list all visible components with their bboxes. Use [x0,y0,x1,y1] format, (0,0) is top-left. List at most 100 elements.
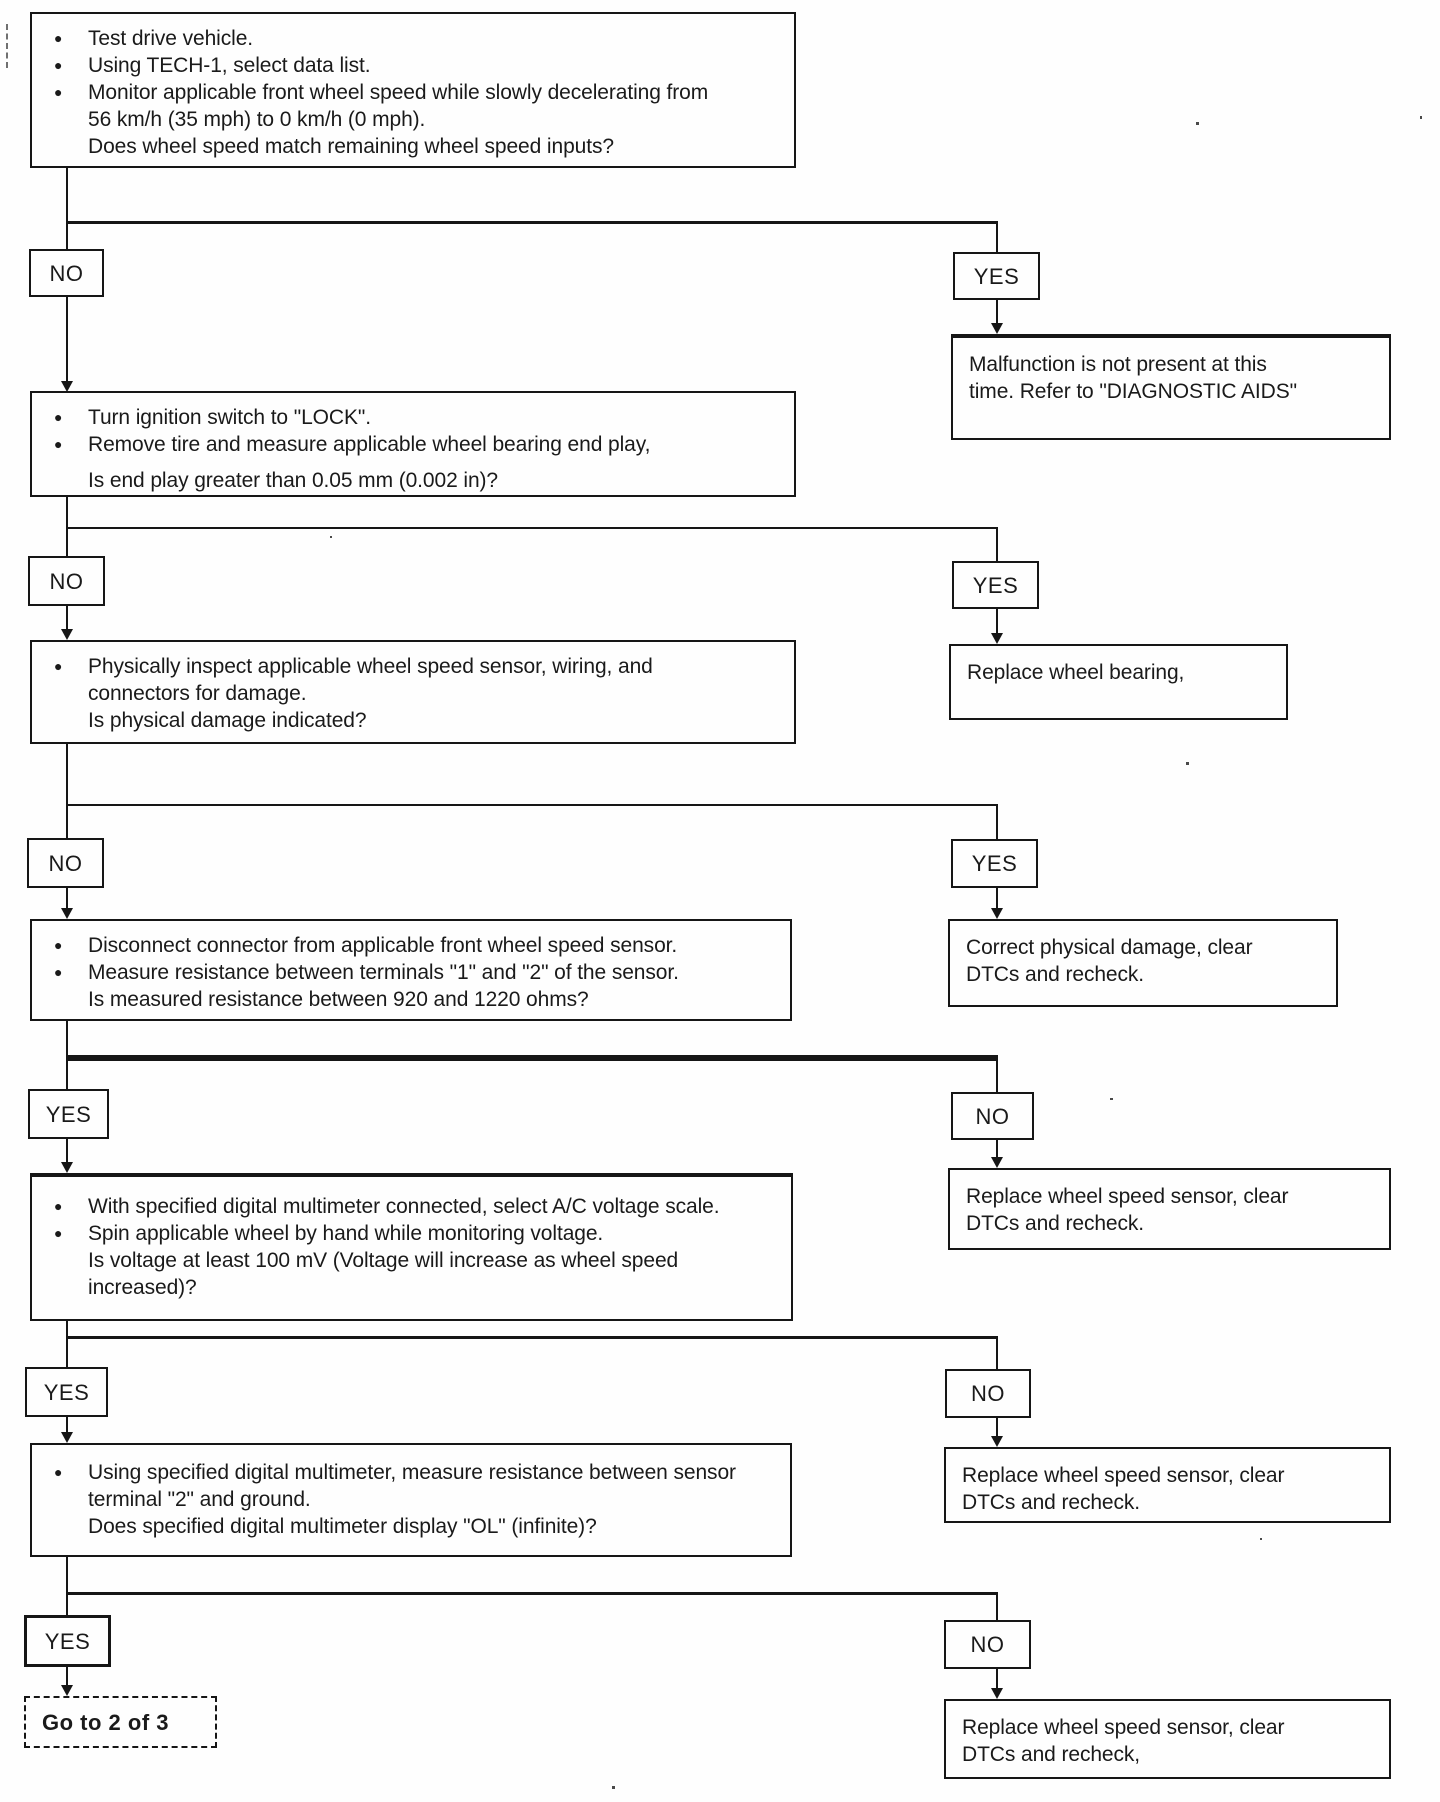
bullet-icon: ● [54,1198,63,1214]
list-item: ●Test drive vehicle. [54,25,782,52]
branch4-no-label: NO [951,1092,1034,1140]
bullet-list: ● Physically inspect applicable wheel spe… [54,653,782,707]
list-item: ●Using specified digital multimeter, mea… [54,1459,778,1513]
connector-line [66,168,68,249]
branch3-no-label: NO [27,838,104,888]
arrow-down-icon [61,1685,73,1696]
list-item: ●Monitor applicable front wheel speed wh… [54,79,782,133]
step-text: Turn ignition switch to "LOCK". [88,406,371,429]
connector-line [996,1418,998,1436]
connector-line [66,1055,998,1061]
bullet-icon: ● [54,1464,63,1480]
question-text: Does wheel speed match remaining wheel s… [88,135,614,158]
branch1-yes-label: YES [953,252,1040,300]
scan-noise-dot [1420,116,1422,119]
branch5-no-label: NO [945,1369,1031,1418]
connector-line [66,1557,68,1615]
step-text: With specified digital multimeter connec… [88,1195,720,1218]
bullet-list: ● With specified digital multimeter conne… [54,1193,779,1247]
bullet-icon: ● [54,964,63,980]
connector-line [66,744,68,838]
list-item: ● Spin applicable wheel by hand while mon… [54,1220,779,1247]
branch3-yes-label: YES [951,839,1038,888]
step-text: Using TECH-1, select data list. [88,54,371,77]
connector-line [66,1321,68,1367]
connector-line [66,606,68,629]
arrow-down-icon [991,323,1003,334]
arrow-down-icon [61,1432,73,1443]
result-replace-sensor-1: Replace wheel speed sensor, clear DTCs a… [948,1168,1391,1250]
list-item: ● Physically inspect applicable wheel spe… [54,653,782,707]
scan-noise-dot [1110,1098,1113,1100]
connector-line [996,1140,998,1157]
scan-margin-artifact [6,24,8,68]
branch4-yes-label: YES [28,1089,109,1139]
flow-step-voltage-check: ● With specified digital multimeter conne… [30,1173,793,1321]
step-text: Physically inspect applicable wheel spee… [88,655,653,705]
bullet-icon: ● [54,409,63,425]
list-item: ● Disconnect connector from applicable fr… [54,932,778,959]
flow-step-measure-resistance: ● Disconnect connector from applicable fr… [30,919,792,1021]
arrow-down-icon [991,633,1003,644]
connector-line [66,221,998,224]
branch2-yes-label: YES [952,561,1039,609]
connector-line [66,497,68,556]
bullet-icon: ● [54,436,63,452]
connector-line [66,804,998,806]
flow-step-ground-check: ●Using specified digital multimeter, mea… [30,1443,792,1557]
connector-line [996,609,998,633]
connector-line [66,1667,68,1685]
connector-line [66,297,68,381]
flow-step-end-play: ● Turn ignition switch to "LOCK". ● Remove… [30,391,796,497]
step-text: Disconnect connector from applicable fro… [88,934,678,957]
question-text: Is physical damage indicated? [88,709,367,732]
list-item: ●Measure resistance between terminals "1… [54,959,778,986]
connector-line [996,527,998,561]
list-item: ● With specified digital multimeter conne… [54,1193,779,1220]
question-text: Is voltage at least 100 mV (Voltage will… [88,1249,679,1299]
connector-line [996,888,998,908]
connector-line [996,1669,998,1688]
bullet-icon: ● [54,937,63,953]
bullet-list: ● Turn ignition switch to "LOCK". ● Remove… [54,404,782,458]
scan-noise-dot [1260,1538,1262,1540]
flow-step-inspect-sensor: ● Physically inspect applicable wheel spe… [30,640,796,744]
connector-line [996,1592,998,1620]
goto-page-2-box: Go to 2 of 3 [24,1696,217,1748]
connector-line [996,1336,998,1369]
connector-line [66,888,68,908]
connector-line [66,527,998,529]
list-item: ● Remove tire and measure applicable whee… [54,431,782,458]
flow-step-test-drive: ●Test drive vehicle. ● Using TECH-1, sele… [30,12,796,168]
step-text: Monitor applicable front wheel speed whi… [88,81,709,131]
bullet-icon: ● [54,30,63,46]
connector-line [66,1336,998,1339]
connector-line [66,1417,68,1432]
scan-noise-dot [1196,122,1199,125]
list-item: ● Turn ignition switch to "LOCK". [54,404,782,431]
bullet-list: ● Disconnect connector from applicable fr… [54,932,778,986]
connector-line [996,1058,998,1092]
arrow-down-icon [61,1162,73,1173]
arrow-down-icon [991,1436,1003,1447]
branch6-no-label: NO [944,1620,1031,1669]
arrow-down-icon [991,908,1003,919]
question-text: Is measured resistance between 920 and 1… [88,988,589,1011]
list-item: ● Using TECH-1, select data list. [54,52,782,79]
question-text: Is end play greater than 0.05 mm (0.002 … [88,469,499,492]
arrow-down-icon [991,1688,1003,1699]
arrow-down-icon [61,381,73,392]
branch1-no-label: NO [29,249,104,297]
connector-line [996,221,998,252]
step-text: Remove tire and measure applicable wheel… [88,433,651,456]
result-replace-sensor-2: Replace wheel speed sensor, clear DTCs a… [944,1447,1391,1523]
step-text: Spin applicable wheel by hand while moni… [88,1222,604,1245]
arrow-down-icon [61,629,73,640]
question-text: Does specified digital multimeter displa… [88,1515,597,1538]
result-correct-physical-damage: Correct physical damage, clear DTCs and … [948,919,1338,1007]
bullet-icon: ● [54,658,63,674]
result-malfunction-not-present: Malfunction is not present at this time.… [951,334,1391,440]
bullet-icon: ● [54,1225,63,1241]
bullet-icon: ● [54,57,63,73]
